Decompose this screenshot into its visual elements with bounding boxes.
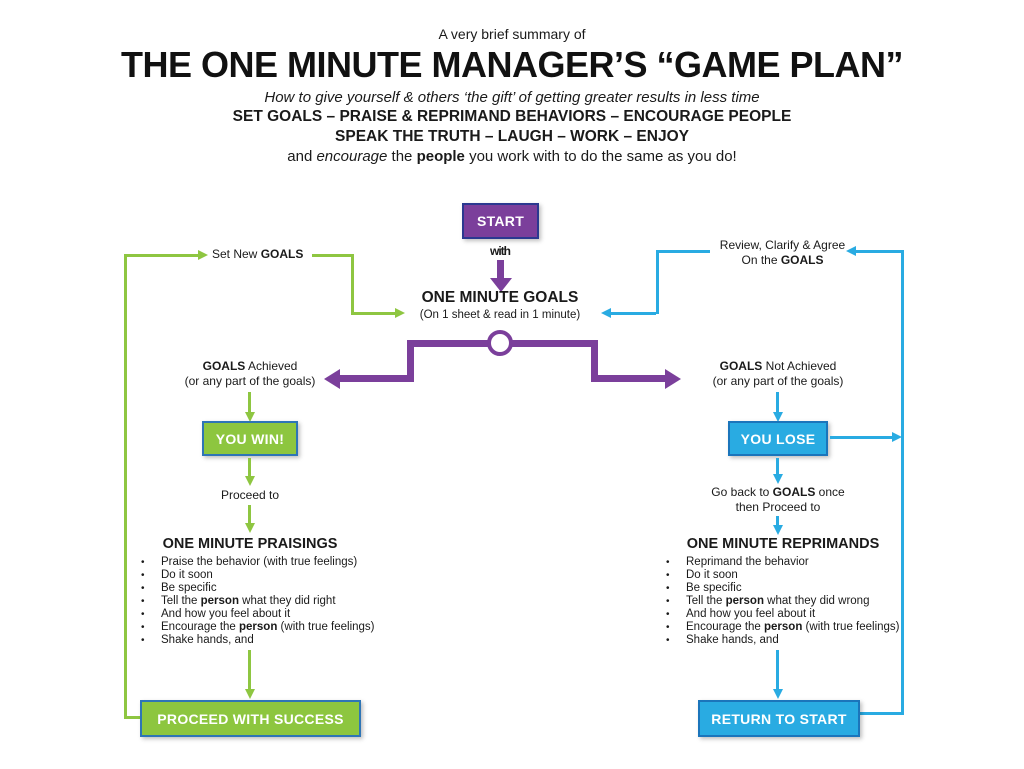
connector-win-to-proceed — [248, 458, 251, 477]
arrowhead-into-praisings — [245, 523, 255, 533]
connector-praisings-to-success — [248, 650, 251, 690]
proceed-to-label: Proceed to — [220, 488, 280, 502]
list-item: Be specific — [137, 582, 437, 595]
arrowhead-into-success — [245, 689, 255, 699]
connector-green-to-goals-1 — [312, 254, 354, 257]
splitter-right-vertical — [591, 340, 598, 382]
connector-green-to-goals-3 — [351, 312, 395, 315]
you-win-box: YOU WIN! — [202, 421, 298, 456]
connector-lose-to-goback — [776, 458, 779, 475]
arrowhead-proceed-to — [245, 476, 255, 486]
arrowhead-set-new-goals — [198, 250, 208, 260]
set-new-goals-label: Set New GOALS — [212, 247, 304, 261]
with-label: with — [490, 244, 511, 258]
connector-blue-loop-top — [856, 250, 904, 253]
header-line1: SET GOALS – PRAISE & REPRIMAND BEHAVIORS… — [232, 108, 792, 125]
connector-blue-to-goals-2 — [656, 250, 659, 314]
arrowhead-achieved — [324, 369, 340, 389]
header-subtitle: How to give yourself & others ‘the gift’… — [264, 89, 760, 106]
connector-blue-to-goals-1 — [658, 250, 710, 253]
one-minute-goals-title: ONE MINUTE GOALS — [421, 289, 579, 306]
splitter-right-horizontal — [595, 375, 665, 382]
connector-green-to-goals-2 — [351, 254, 354, 315]
connector-green-loop-bottom — [124, 716, 142, 719]
list-item: Do it soon — [662, 569, 962, 582]
arrowhead-into-reprimands — [773, 525, 783, 535]
connector-blue-to-goals-3 — [611, 312, 656, 315]
list-item: Shake hands, and — [662, 634, 962, 647]
connector-green-loop-top — [124, 254, 198, 257]
reprimands-title: ONE MINUTE REPRIMANDS — [686, 536, 880, 552]
connector-blue-loop-vertical — [901, 250, 904, 714]
goals-achieved-label: GOALS Achieved(or any part of the goals) — [184, 359, 316, 388]
list-item: Reprimand the behavior — [662, 556, 962, 569]
connector-achieved-to-win — [248, 392, 251, 413]
connector-proceed-to-praisings — [248, 505, 251, 524]
praisings-title: ONE MINUTE PRAISINGS — [162, 536, 338, 552]
splitter-left-horizontal — [340, 375, 410, 382]
list-item: Be specific — [662, 582, 962, 595]
arrowhead-blue-into-goals — [601, 308, 611, 318]
connector-green-loop-vertical — [124, 254, 127, 718]
arrowhead-into-you-win — [245, 412, 255, 422]
list-item: Tell the person what they did right — [137, 595, 437, 608]
arrowhead-down-goals — [490, 278, 512, 292]
arrowhead-not-achieved — [665, 369, 681, 389]
connector-reprimands-to-return — [776, 650, 779, 690]
connector-lose-to-loop — [830, 436, 892, 439]
list-item: Do it soon — [137, 569, 437, 582]
one-minute-goals-subtitle: (On 1 sheet & read in 1 minute) — [419, 309, 581, 321]
connector-blue-loop-bottom — [859, 712, 904, 715]
header-line2: SPEAK THE TRUTH – LAUGH – WORK – ENJOY — [335, 128, 689, 145]
splitter-circle — [487, 330, 513, 356]
you-lose-box: YOU LOSE — [728, 421, 828, 456]
list-item: And how you feel about it — [662, 608, 962, 621]
reprimands-list: Reprimand the behaviorDo it soonBe speci… — [662, 556, 962, 647]
start-box: START — [462, 203, 539, 239]
arrowhead-into-return — [773, 689, 783, 699]
arrowhead-go-back — [773, 474, 783, 484]
return-to-start-box: RETURN TO START — [698, 700, 860, 737]
arrowhead-into-you-lose — [773, 412, 783, 422]
list-item: Tell the person what they did wrong — [662, 595, 962, 608]
list-item: Shake hands, and — [137, 634, 437, 647]
header-kicker: A very brief summary of — [438, 26, 586, 42]
splitter-left-vertical — [407, 340, 414, 382]
list-item: Encourage the person (with true feelings… — [662, 621, 962, 634]
header-line3: and encourage the people you work with t… — [287, 148, 737, 165]
goals-not-achieved-label: GOALS Not Achieved(or any part of the go… — [712, 359, 844, 388]
page-title: THE ONE MINUTE MANAGER’S “GAME PLAN” — [120, 44, 904, 85]
arrowhead-lose-to-loop — [892, 432, 902, 442]
list-item: Praise the behavior (with true feelings) — [137, 556, 437, 569]
connector-start-to-goals — [497, 260, 504, 279]
arrowhead-review-clarify — [846, 246, 856, 256]
list-item: Encourage the person (with true feelings… — [137, 621, 437, 634]
proceed-with-success-box: PROCEED WITH SUCCESS — [140, 700, 361, 737]
arrowhead-green-into-goals — [395, 308, 405, 318]
connector-goback-to-reprimands — [776, 516, 779, 526]
list-item: And how you feel about it — [137, 608, 437, 621]
connector-notachieved-to-lose — [776, 392, 779, 413]
praisings-list: Praise the behavior (with true feelings)… — [137, 556, 437, 647]
